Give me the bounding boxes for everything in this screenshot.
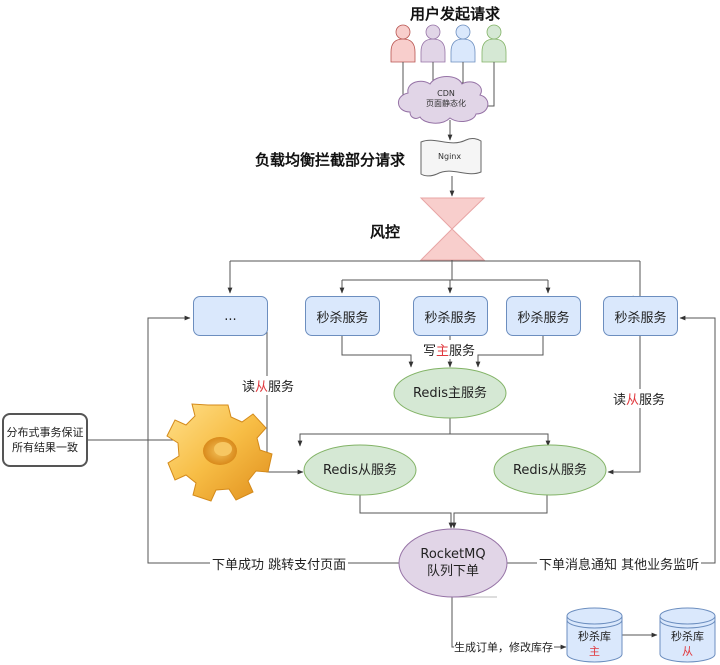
rocketmq-label-line2: 队列下单 [426, 564, 479, 579]
write-master-highlight: 主 [436, 344, 450, 359]
user-head [486, 24, 502, 40]
db-slave-cylinder [659, 607, 716, 663]
rocketmq-label: RocketMQ 队列下单 [399, 529, 507, 597]
read-slave-left-highlight: 从 [255, 380, 269, 395]
user-body [481, 38, 507, 63]
seckill-service-box-2[interactable]: 秒杀服务 [413, 296, 488, 336]
gear-icon [166, 403, 273, 502]
user-body [450, 38, 476, 63]
read-slave-right-pre: 读 [613, 393, 627, 408]
user-icon [420, 24, 446, 63]
distributed-tx-line2: 所有结果一致 [12, 441, 78, 454]
order-success-label: 下单成功 跳转支付页面 [210, 554, 349, 573]
rocketmq-node [398, 528, 508, 598]
cdn-label: CDN 页面静态化 [418, 89, 474, 109]
risk-control-label: 风控 [370, 223, 401, 241]
read-slave-right-label: 读从服务 [613, 389, 666, 408]
redis-slave-left-label: Redis从服务 [322, 462, 398, 478]
redis-slave-right-label: Redis从服务 [512, 462, 588, 478]
write-master-label: 写主服务 [423, 340, 476, 359]
nginx-shape [420, 137, 482, 177]
load-balance-label: 负载均衡拦截部分请求 [255, 151, 406, 169]
seckill-service-box-4[interactable]: 秒杀服务 [603, 296, 678, 336]
seckill-service-box-3[interactable]: 秒杀服务 [506, 296, 581, 336]
redis-master-node [393, 367, 507, 419]
user-body [390, 38, 416, 63]
redis-master-label: Redis主服务 [412, 385, 488, 401]
read-slave-right-post: 服务 [639, 393, 666, 408]
nginx-label: Nginx [438, 152, 462, 161]
risk-control-hourglass [419, 197, 486, 261]
distributed-tx-line1: 分布式事务保证 [6, 426, 84, 439]
read-slave-right-highlight: 从 [626, 393, 640, 408]
db-master-label: 秒杀库 主 [567, 627, 622, 661]
user-icon [450, 24, 476, 63]
seckill-service-label: 秒杀服务 [316, 310, 369, 326]
db-master-role: 主 [589, 645, 600, 658]
order-notify-label: 下单消息通知 其他业务监听 [537, 554, 702, 573]
write-master-pre: 写 [423, 344, 437, 359]
redis-slave-left-node [303, 444, 417, 496]
create-order-label: 生成订单，修改库存 [454, 639, 554, 655]
db-slave-label: 秒杀库 从 [660, 627, 715, 661]
user-head [395, 24, 411, 40]
db-slave-role: 从 [682, 645, 693, 658]
seckill-service-box-1[interactable]: 秒杀服务 [305, 296, 380, 336]
seckill-service-label: 秒杀服务 [424, 310, 477, 326]
read-slave-left-post: 服务 [268, 380, 295, 395]
redis-slave-right-node [493, 444, 607, 496]
read-slave-left-label: 读从服务 [242, 376, 295, 395]
diagram-title: 用户发起请求 [410, 5, 501, 23]
service-box-more[interactable]: ... [193, 296, 268, 336]
write-master-post: 服务 [449, 344, 476, 359]
user-icon [481, 24, 507, 63]
cdn-label-line1: CDN [437, 89, 455, 98]
db-slave-name: 秒杀库 [671, 630, 704, 643]
db-master-cylinder [566, 607, 623, 663]
seckill-service-label: 秒杀服务 [614, 310, 667, 326]
cdn-label-line2: 页面静态化 [426, 99, 466, 108]
cdn-cloud [398, 76, 489, 124]
rocketmq-label-line1: RocketMQ [420, 547, 486, 562]
db-master-name: 秒杀库 [578, 630, 611, 643]
seckill-service-label: 秒杀服务 [517, 310, 570, 326]
user-head [425, 24, 441, 40]
users-group [390, 24, 507, 63]
user-head [455, 24, 471, 40]
read-slave-left-pre: 读 [242, 380, 256, 395]
user-icon [390, 24, 416, 63]
user-body [420, 38, 446, 63]
distributed-tx-note: 分布式事务保证 所有结果一致 [2, 413, 88, 467]
service-box-more-label: ... [224, 308, 237, 324]
